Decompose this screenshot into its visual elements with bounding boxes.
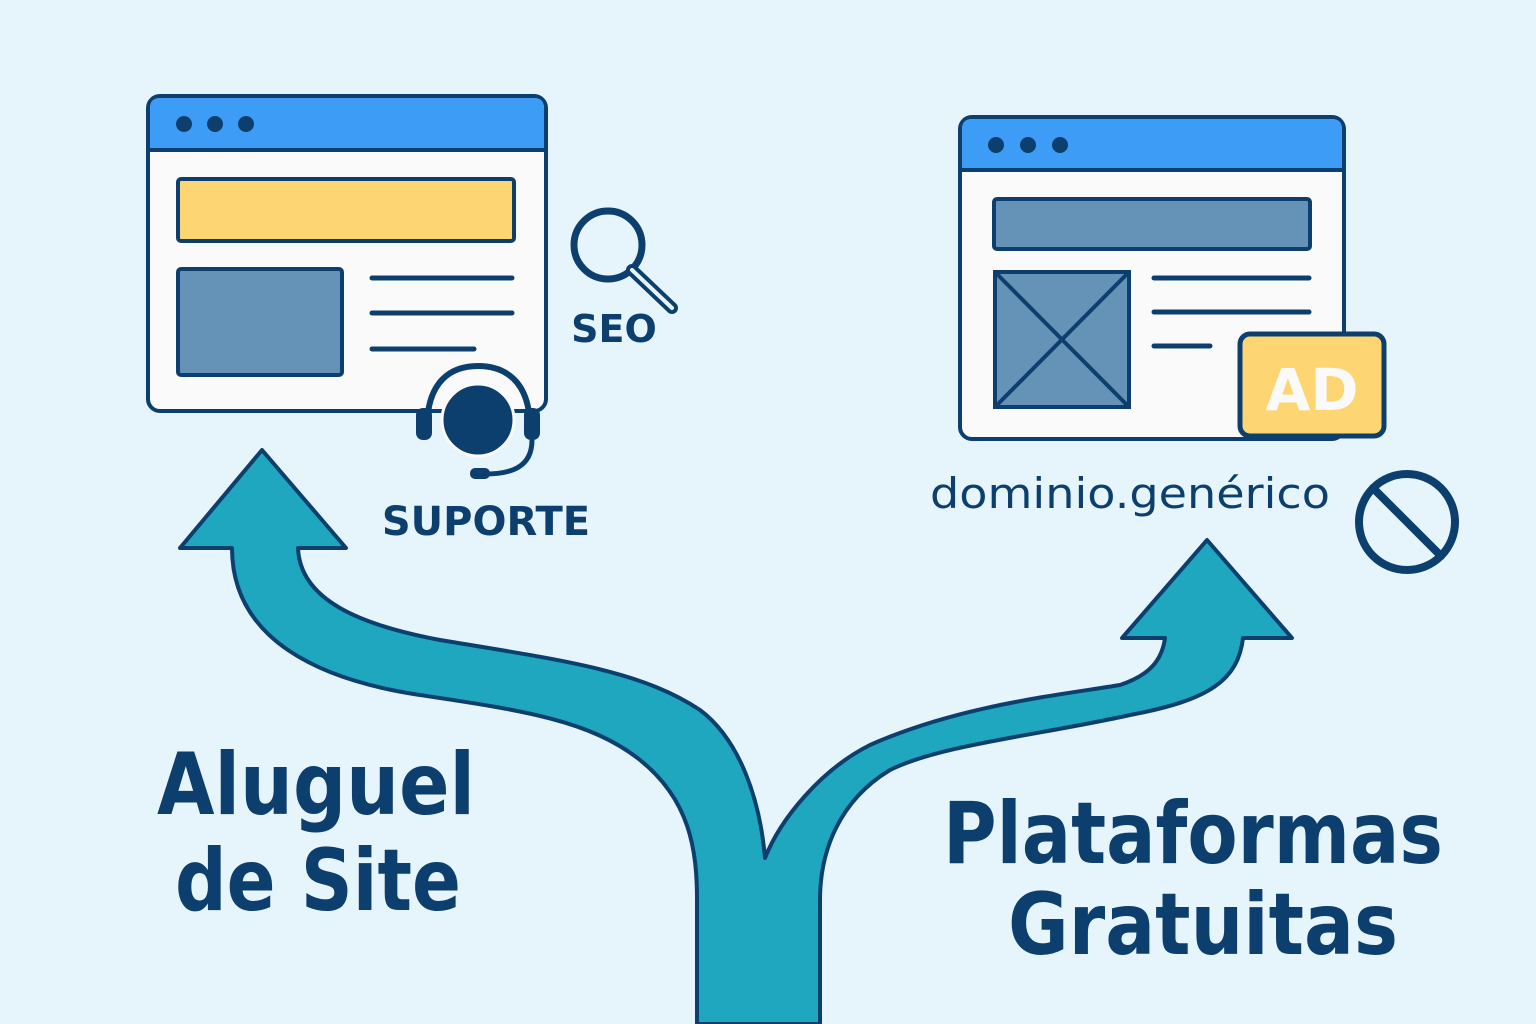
prohibited-icon [1355, 470, 1459, 574]
left-window-titlebar [150, 98, 544, 150]
right-title-line2: Gratuitas [1008, 875, 1398, 975]
left-window-banner [176, 177, 516, 243]
left-title-line2: de Site [175, 831, 461, 931]
left-window-dot [238, 116, 254, 132]
left-window-image-block [176, 267, 344, 377]
right-window-dot [1020, 137, 1036, 153]
ad-badge-label: AD [1265, 356, 1358, 424]
fork-arrow [178, 448, 1294, 1024]
left-window-dot [176, 116, 192, 132]
left-window-dot [207, 116, 223, 132]
seo-label: SEO [571, 307, 657, 351]
right-window-dot [988, 137, 1004, 153]
fork-arrow-shape [178, 448, 1294, 1024]
domain-label: dominio.genérico [930, 469, 1330, 518]
support-label: SUPORTE [382, 499, 590, 545]
right-window-banner [992, 197, 1312, 251]
left-title-line1: Aluguel [157, 735, 475, 835]
right-window-dot [1052, 137, 1068, 153]
right-title-line1: Plataformas [943, 784, 1443, 884]
right-browser-window-icon [958, 115, 1346, 441]
magnifier-icon [570, 207, 678, 314]
headset-icon [416, 362, 540, 479]
image-placeholder-icon [993, 270, 1131, 409]
ad-badge: AD [1237, 331, 1387, 439]
left-browser-window-icon [146, 94, 548, 413]
right-window-titlebar [962, 119, 1342, 170]
